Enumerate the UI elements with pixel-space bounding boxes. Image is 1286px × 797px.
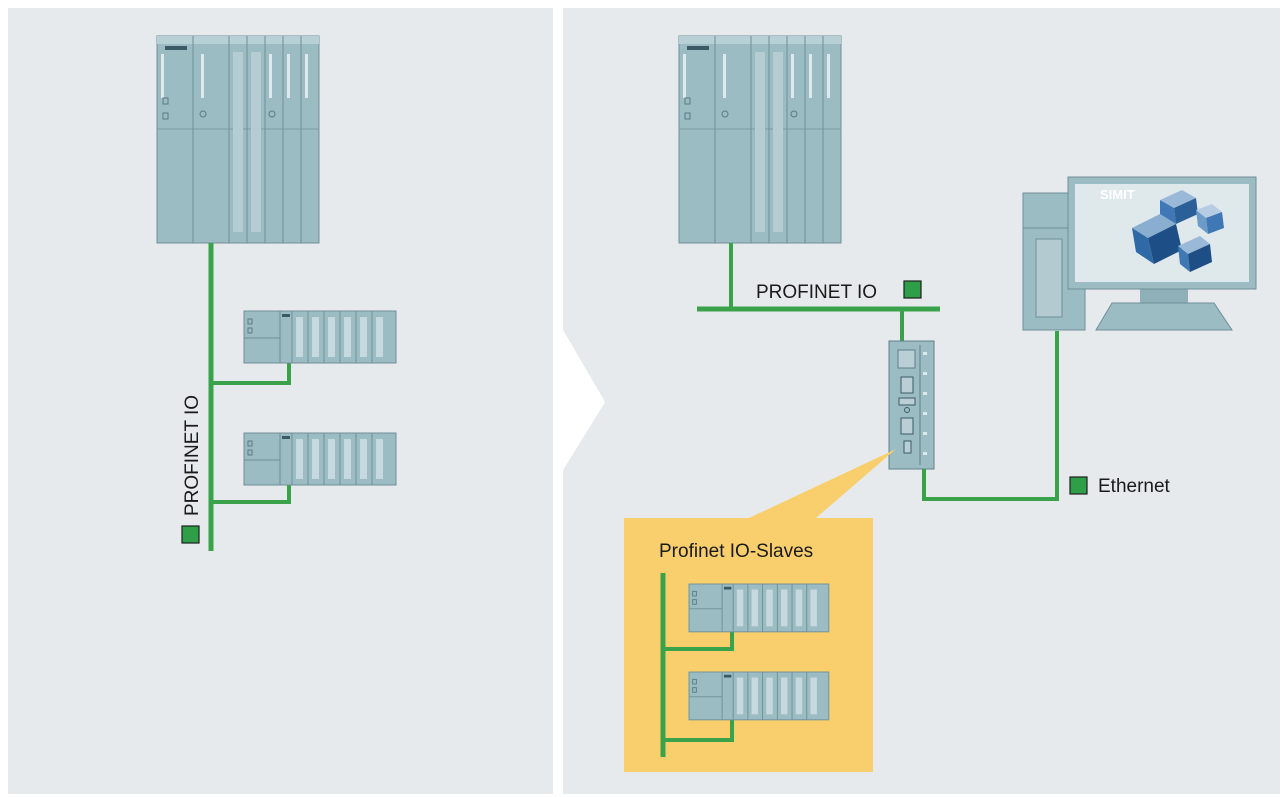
- left-io-station-2: [243, 432, 397, 486]
- left-plc-rack: [156, 35, 320, 244]
- left-io-station-1: [243, 310, 397, 364]
- left-profinet-label: PROFINET IO: [182, 395, 203, 516]
- right-profinet-legend-square: [903, 280, 922, 299]
- left-profinet-bus: [208, 243, 291, 551]
- ethernet-line: [922, 331, 1059, 501]
- callout-profinet-bus: [660, 573, 734, 757]
- left-profinet-legend-square: [181, 525, 200, 544]
- callout-io-slave-1: [688, 583, 830, 633]
- right-profinet-label: PROFINET IO: [756, 282, 877, 303]
- callout-io-slave-2: [688, 671, 830, 721]
- callout-title: Profinet IO-Slaves: [659, 541, 813, 562]
- right-profinet-bus: [697, 243, 940, 341]
- simit-logo-icon: [1132, 190, 1224, 272]
- right-plc-rack: [678, 35, 842, 244]
- simit-screen-label: SIMIT: [1100, 187, 1135, 202]
- ethernet-label: Ethernet: [1098, 476, 1171, 497]
- transition-arrow: [553, 8, 605, 794]
- ethernet-legend-square: [1069, 476, 1088, 495]
- callout-pointer: [749, 449, 896, 518]
- simulation-interface-module: [888, 340, 935, 470]
